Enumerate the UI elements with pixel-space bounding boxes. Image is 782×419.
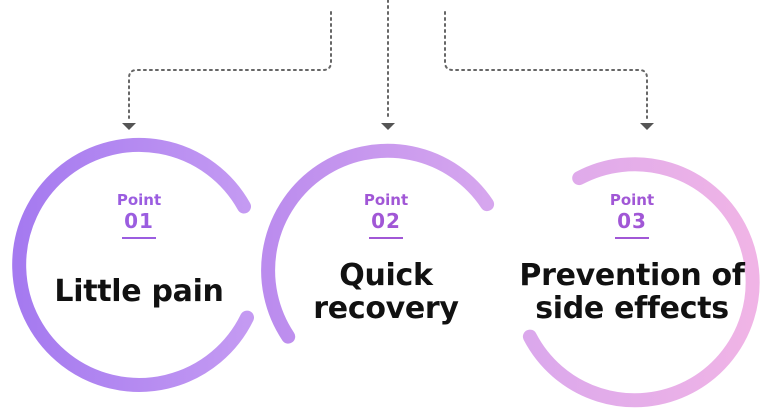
point-number: 02: [369, 209, 403, 239]
connector-right: [444, 11, 648, 119]
point-label: Point: [609, 191, 655, 209]
point-number: 03: [615, 209, 649, 239]
point-01: Point 01 Little pain: [19, 191, 259, 308]
point-title-line-2: recovery: [313, 291, 459, 326]
ring-point-03: [522, 157, 760, 408]
point-label: Point: [363, 191, 409, 209]
point-title-line-1: Quick: [339, 258, 433, 293]
ring-point-01: [12, 137, 254, 392]
point-title-line-1: Prevention of: [519, 258, 745, 293]
ring-point-02: [261, 143, 495, 344]
point-label: Point: [116, 191, 162, 209]
connector-left: [128, 11, 332, 119]
point-title-line-2: side effects: [535, 291, 729, 326]
arrow-down-icon: [122, 123, 136, 130]
point-03: Point 03 Prevention of side effects: [512, 191, 752, 325]
point-number: 01: [122, 209, 156, 239]
arrow-down-icon: [381, 123, 395, 130]
point-02: Point 02 Quick recovery: [266, 191, 506, 325]
point-title: Little pain: [54, 274, 224, 309]
arrow-down-icon: [640, 123, 654, 130]
